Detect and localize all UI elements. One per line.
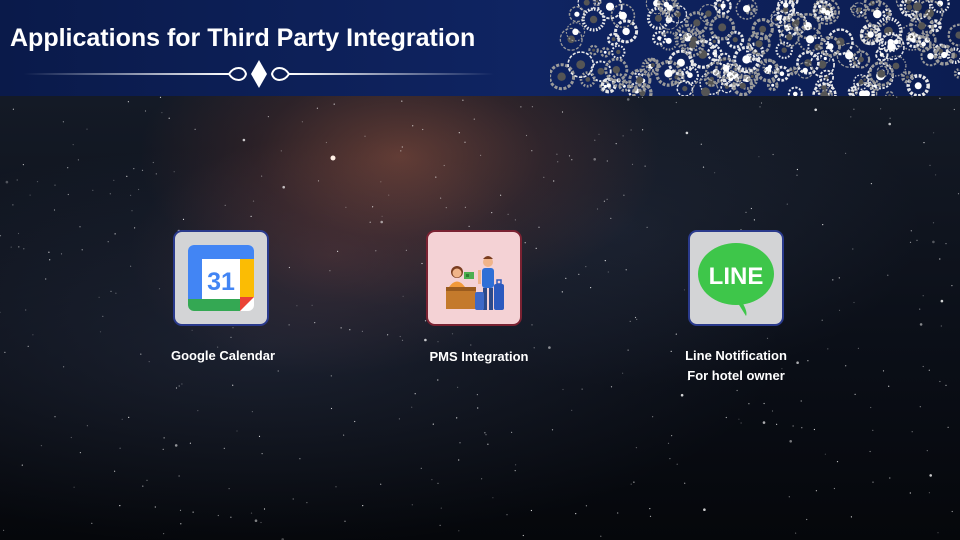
line-logo-text: LINE: [709, 263, 764, 290]
line-notification-card[interactable]: LINE: [688, 230, 784, 326]
calendar-day-number: 31: [207, 268, 235, 296]
gears-decoration: [550, 0, 960, 96]
google-calendar-card[interactable]: 31: [173, 230, 269, 326]
hotel-reception-icon: [446, 256, 504, 310]
ornament-divider-icon: [24, 60, 494, 88]
pms-integration-card[interactable]: [426, 230, 522, 326]
header-banner: Applications for Third Party Integration: [0, 0, 960, 96]
line-notification-label-line1: Line Notification: [685, 348, 787, 363]
google-calendar-label: Google Calendar: [170, 348, 276, 363]
line-notification-label-line2: For hotel owner: [687, 368, 785, 383]
pms-integration-label: PMS Integration: [429, 349, 529, 364]
line-app-icon: LINE: [698, 243, 774, 316]
slide-title: Applications for Third Party Integration: [10, 24, 476, 52]
google-calendar-icon: 31: [188, 245, 254, 311]
line-notification-label: Line Notification For hotel owner: [646, 346, 826, 386]
